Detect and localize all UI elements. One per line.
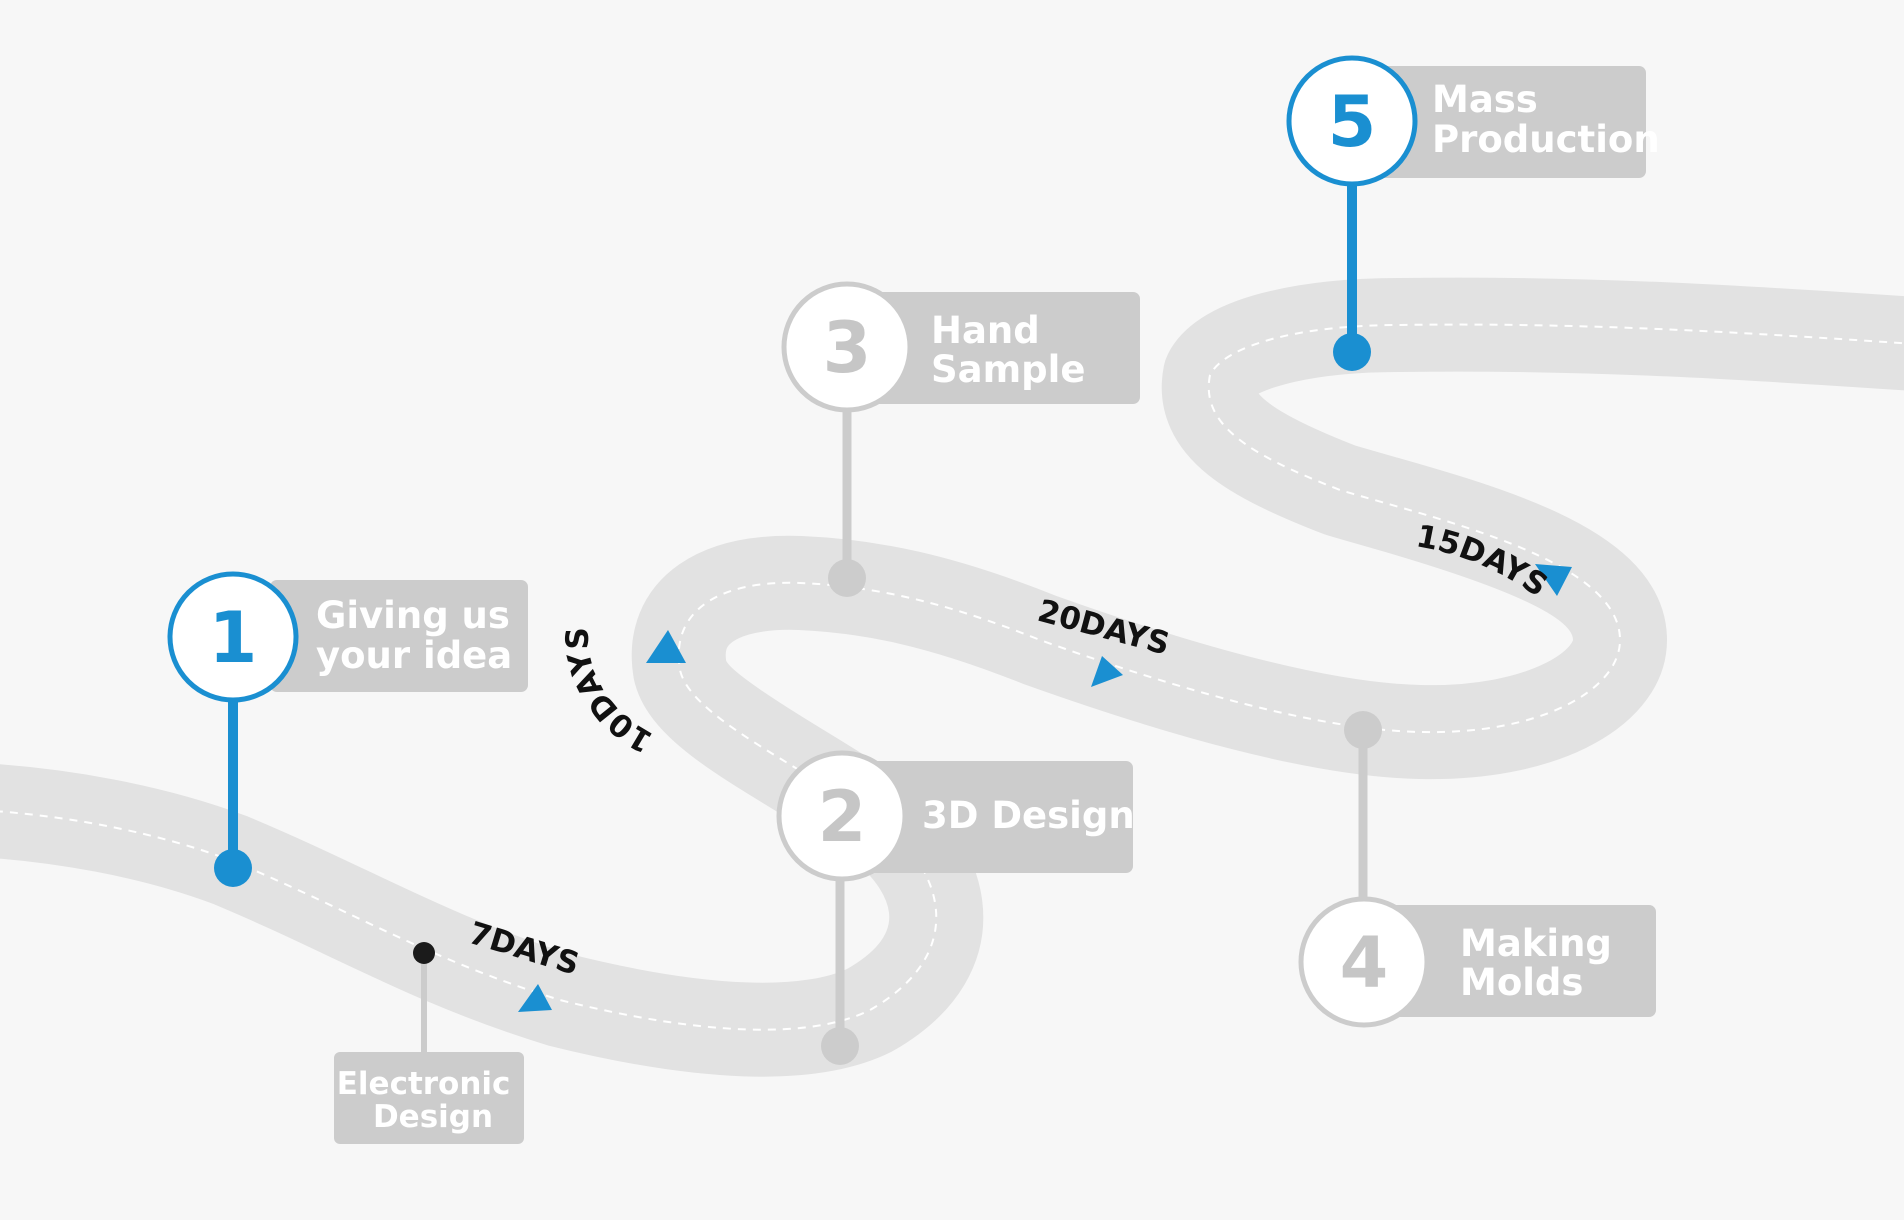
step-4-label-line1: Making xyxy=(1460,922,1612,965)
substep-label-line1: Electronic xyxy=(337,1066,511,1102)
step-3-number: 3 xyxy=(823,307,872,389)
svg-text:3D Design: 3D Design xyxy=(922,794,1135,837)
step-5-label-box xyxy=(1360,66,1646,178)
svg-text:Giving us your idea: Giving us your idea xyxy=(316,594,523,677)
step-1-giving-us-your-idea: 1 Giving us your idea xyxy=(167,571,528,887)
step-2-label-line1: 3D Design xyxy=(922,794,1135,837)
substep-label-box xyxy=(334,1052,524,1144)
step-5-label-line2: Production xyxy=(1432,118,1660,161)
step-5-road-marker xyxy=(1333,333,1371,371)
step-3-road-marker xyxy=(828,559,866,597)
step-3-hand-sample: 3 Hand Sample xyxy=(781,281,1140,597)
step-3-label-line1: Hand xyxy=(931,309,1040,352)
svg-text:Electronic Design: Electronic Design xyxy=(337,1066,521,1135)
step-3-label-box xyxy=(849,292,1140,404)
step-2-badge xyxy=(776,750,908,882)
step-1-badge xyxy=(167,571,299,703)
step-4-label-line2: Molds xyxy=(1460,961,1583,1004)
step-1-number: 1 xyxy=(209,597,258,679)
step-1-road-marker xyxy=(214,849,252,887)
step-5-badge xyxy=(1286,55,1418,187)
step-3-label-line2: Sample xyxy=(931,348,1085,391)
arrow-icon xyxy=(518,984,552,1012)
svg-text:Hand Sample: Hand Sample xyxy=(931,309,1085,391)
step-2-3d-design: 2 3D Design xyxy=(776,750,1135,1065)
substep-label-line2: Design xyxy=(373,1099,493,1135)
step-5-mass-production: 5 Mass Production xyxy=(1286,55,1660,371)
step-2-road-marker xyxy=(821,1027,859,1065)
step-5-number: 5 xyxy=(1328,81,1377,163)
step-5-label-line1: Mass xyxy=(1432,78,1538,121)
step-3-badge xyxy=(781,281,913,413)
substep-electronic-design: Electronic Design xyxy=(334,942,524,1144)
step-1-label-box xyxy=(270,580,528,692)
arrow-icon xyxy=(1535,564,1572,596)
step-4-badge xyxy=(1298,896,1430,1028)
substep-dot xyxy=(413,942,435,964)
svg-text:Making Molds: Making Molds xyxy=(1460,922,1625,1004)
step-4-making-molds: 4 Making Molds xyxy=(1298,711,1656,1028)
step-4-label-box xyxy=(1366,905,1656,1017)
step-1-label-line2: your idea xyxy=(316,634,512,677)
step-2-label-box xyxy=(842,761,1133,873)
svg-text:Mass Production: Mass Production xyxy=(1432,78,1660,161)
step-4-number: 4 xyxy=(1340,922,1389,1004)
step-1-label-line1: Giving us xyxy=(316,594,510,637)
step-2-number: 2 xyxy=(818,776,867,858)
arrow-icon xyxy=(1091,656,1123,687)
arrow-icon xyxy=(646,630,686,663)
